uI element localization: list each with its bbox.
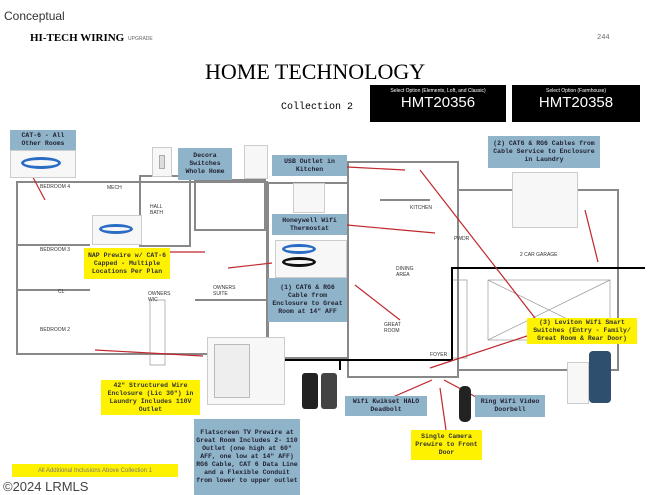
room-bedroom-4: BEDROOM 4 xyxy=(40,184,71,190)
room-kitchen: KITCHEN xyxy=(410,205,432,211)
callout-leviton: (3) Leviton Wifi Smart Switches (Entry -… xyxy=(527,318,637,344)
callout-additional: All Additional Inclusions Above Collecti… xyxy=(12,464,178,477)
callout-ring: Ring Wifi Video Doorbell xyxy=(475,395,545,417)
option-box-1: Select Option (Elements, Loft, and Class… xyxy=(370,85,506,122)
deadbolt-image xyxy=(302,373,318,409)
smart-switch-image xyxy=(567,362,589,404)
option-label: Select Option (Farmhouse) xyxy=(545,88,607,94)
switch-image xyxy=(152,147,172,177)
room-dining: DINING AREA xyxy=(396,266,414,278)
cable-image xyxy=(10,150,76,178)
cable-nap-image xyxy=(92,215,142,245)
room-hall-bath: HALL BATH xyxy=(150,204,163,216)
room-cl: CL xyxy=(58,289,65,295)
callout-decora: Decora Switches Whole Home xyxy=(178,148,232,180)
room-mech: MECH xyxy=(107,185,122,191)
room-powder: PWDR xyxy=(454,236,470,242)
room-bedroom-2: BEDROOM 2 xyxy=(40,327,71,333)
callout-enclosure: 42" Structured Wire Enclosure (Lic 30") … xyxy=(101,380,200,415)
option-box-2: Select Option (Farmhouse) HMT20358 xyxy=(512,85,640,122)
room-owners-suite: OWNERS SUITE xyxy=(213,285,236,297)
enclosure-image xyxy=(207,337,285,405)
callout-cat6-rg6-two: (2) CAT6 & RG6 Cables from Cable Service… xyxy=(488,136,600,168)
room-great-room: GREAT ROOM xyxy=(384,322,401,334)
phone-image xyxy=(589,351,611,403)
section-title: HI-TECH WIRING xyxy=(30,32,125,44)
conceptual-label: Conceptual xyxy=(4,9,65,23)
collection-label: Collection 2 xyxy=(281,102,354,113)
cables-image xyxy=(512,172,578,228)
copyright: ©2024 LRMLS xyxy=(3,479,89,494)
page-title: HOME TECHNOLOGY xyxy=(205,59,426,84)
option-label: Select Option (Elements, Loft, and Class… xyxy=(390,88,486,94)
callout-nap: NAP Prewire w/ CAT-6 Capped - Multiple L… xyxy=(84,248,170,279)
outlet-image xyxy=(244,145,268,179)
callout-camera: Single Camera Prewire to Front Door xyxy=(411,430,482,460)
option-code: HMT20358 xyxy=(538,94,614,111)
callout-cat6: CAT-6 - All Other Rooms xyxy=(10,130,76,150)
thermostat-image xyxy=(293,183,325,213)
callout-kwikset: Wifi Kwikset HALO Deadbolt xyxy=(345,396,427,416)
doorbell-image xyxy=(459,386,471,422)
room-foyer: FOYER xyxy=(430,352,448,358)
room-garage: 2 CAR GARAGE xyxy=(520,252,558,258)
callout-honeywell: Honeywell Wifi Thermostat xyxy=(272,214,347,235)
cable-rg6-image xyxy=(275,240,347,278)
callout-flatscreen: Flatscreen TV Prewire at Great Room Incl… xyxy=(194,419,300,495)
callout-cat6-rg6-one: (1) CAT6 & RG6 Cable from Enclosure to G… xyxy=(268,278,347,322)
room-owners-wic: OWNERS WIC xyxy=(148,291,171,303)
upgrade-label: UPGRADE xyxy=(128,36,153,42)
option-code: HMT20356 xyxy=(400,94,476,111)
deadbolt-image xyxy=(321,373,337,409)
room-bedroom-3: BEDROOM 3 xyxy=(40,247,71,253)
page-number: 244 xyxy=(597,34,610,42)
callout-usb: USB Outlet in Kitchen xyxy=(272,155,347,176)
